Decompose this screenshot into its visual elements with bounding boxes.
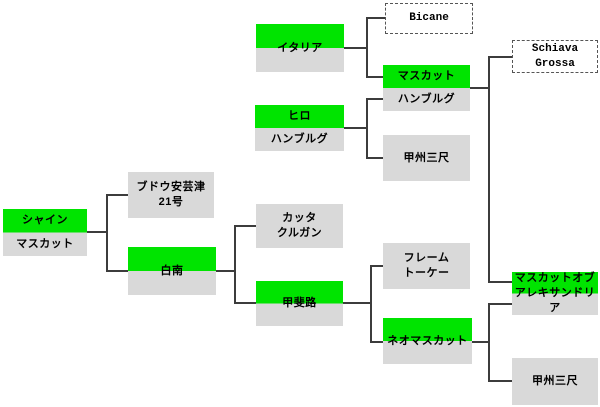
connector-line <box>370 265 372 343</box>
node-label: 甲州三尺 <box>532 375 578 387</box>
connector-line <box>106 270 128 272</box>
node-label: ブドウ安芸津 21号 <box>136 181 206 208</box>
connector-line <box>370 265 383 267</box>
node-label: カッタ クルガン <box>276 212 323 239</box>
node-schiava-grossa: Schiava Grossa <box>512 40 598 73</box>
connector-line <box>472 341 490 343</box>
node-label: 甲州三尺 <box>403 151 450 164</box>
connector-line <box>234 225 236 304</box>
node-katta-kurgan: カッタ クルガン <box>256 204 343 248</box>
connector-line <box>106 194 108 272</box>
connector-line <box>343 302 372 304</box>
node-label: ヒロ ハンブルグ <box>270 110 329 145</box>
connector-line <box>488 56 490 283</box>
node-label: 白南 <box>160 264 184 277</box>
connector-line <box>366 17 385 19</box>
node-label: イタリア <box>277 41 323 54</box>
node-muscat-of-alexandria: マスカットオブ アレキサンドリア <box>512 272 598 315</box>
connector-line <box>87 231 108 233</box>
node-label: ネオマスカット <box>387 334 468 347</box>
node-neo-muscat: ネオマスカット <box>383 318 472 364</box>
node-flame-tokay: フレーム トーケー <box>383 243 470 289</box>
connector-line <box>216 270 236 272</box>
node-label: フレーム トーケー <box>403 252 450 279</box>
connector-line <box>488 56 512 58</box>
node-bicane: Bicane <box>385 3 473 34</box>
node-label: マスカットオブ アレキサンドリア <box>514 272 596 314</box>
node-italia: イタリア <box>256 24 344 72</box>
node-label: 甲斐路 <box>282 297 317 309</box>
connector-line <box>344 47 368 49</box>
connector-line <box>488 281 512 283</box>
node-hiro-hamburg: ヒロ ハンブルグ <box>255 105 344 151</box>
connector-line <box>234 302 256 304</box>
node-shine-muscat: シャイン マスカット <box>3 209 87 256</box>
connector-line <box>488 380 512 382</box>
connector-line <box>488 303 512 305</box>
node-label: シャイン マスカット <box>16 214 74 250</box>
connector-line <box>366 157 383 159</box>
connector-line <box>370 341 383 343</box>
node-kaiji: 甲斐路 <box>256 281 343 326</box>
node-label: マスカット ハンブルグ <box>397 70 456 105</box>
connector-line <box>344 127 368 129</box>
connector-line <box>470 87 490 89</box>
connector-line <box>366 98 383 100</box>
node-koshu-sanjaku-lower: 甲州三尺 <box>512 358 598 405</box>
node-label: Schiava Grossa <box>531 42 579 70</box>
node-koshu-sanjaku-upper: 甲州三尺 <box>383 135 470 181</box>
connector-line <box>106 194 128 196</box>
node-budou-akitsu-21: ブドウ安芸津 21号 <box>128 172 214 218</box>
connector-line <box>488 303 490 382</box>
connector-line <box>366 76 383 78</box>
node-muscat-hamburg: マスカット ハンブルグ <box>383 65 470 111</box>
connector-line <box>234 225 256 227</box>
connector-line <box>366 17 368 78</box>
node-hakunan: 白南 <box>128 247 216 295</box>
node-label: Bicane <box>409 12 449 24</box>
connector-line <box>366 98 368 159</box>
